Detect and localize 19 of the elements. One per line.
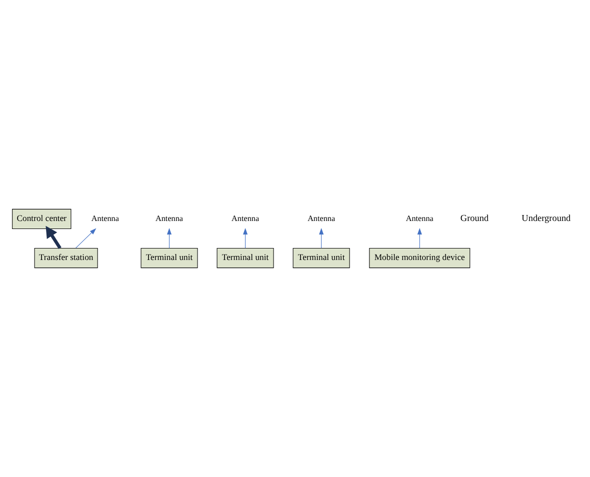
label: Underground	[522, 213, 571, 224]
node-label: Antenna	[232, 214, 260, 223]
node-box: Transfer station	[34, 248, 98, 268]
node-box: Mobile monitoring device	[369, 248, 470, 268]
node-label: Antenna	[156, 214, 184, 223]
node-box: Terminal unit	[292, 248, 350, 268]
node-label: Antenna	[308, 214, 336, 223]
arrow	[75, 228, 96, 248]
arrow	[319, 228, 324, 248]
node-box: Control center	[12, 208, 72, 229]
arrow	[243, 228, 248, 248]
node-box: Terminal unit	[140, 248, 198, 268]
arrow	[46, 226, 62, 249]
label: Ground	[460, 213, 489, 224]
arrow	[417, 228, 422, 248]
node-label: Antenna	[91, 214, 119, 223]
node-label: Antenna	[406, 214, 434, 223]
node-box: Terminal unit	[216, 248, 274, 268]
arrow	[166, 228, 172, 248]
